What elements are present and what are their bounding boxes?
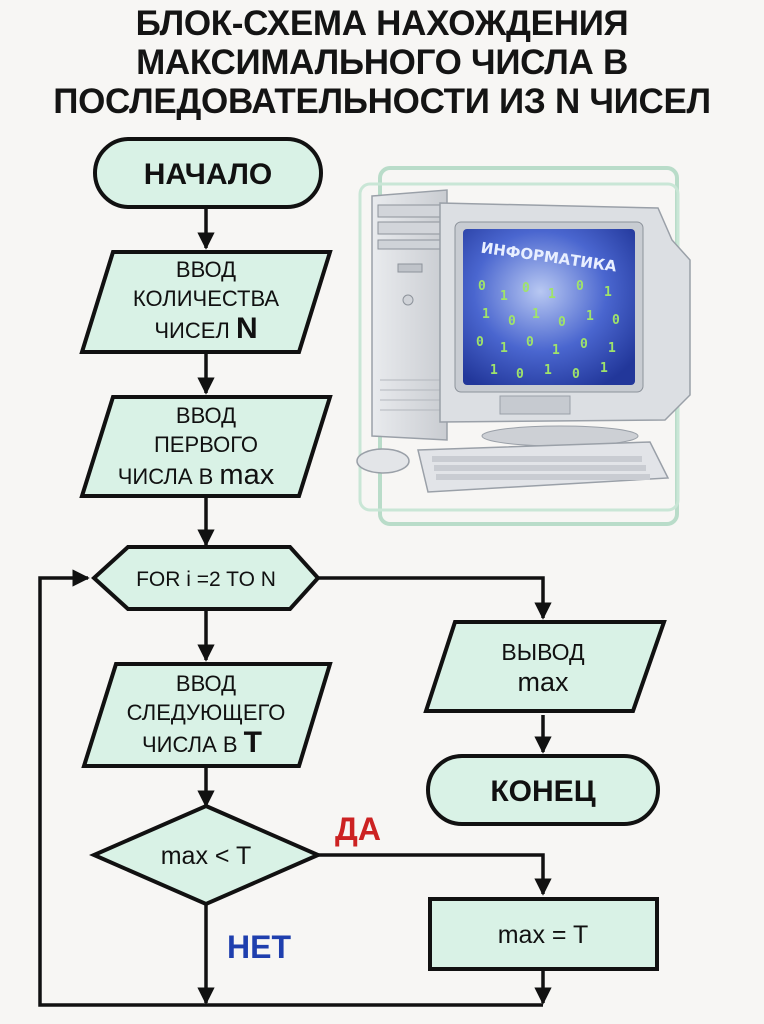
svg-text:0: 0 [516,367,524,382]
block-condition: max < T [89,803,323,907]
svg-text:1: 1 [500,289,508,304]
input-first-line-1: ВВОД [176,403,236,428]
input-next-line-2: СЛЕДУЮЩЕГО [127,700,286,725]
input-first-var: max [219,459,274,491]
arrow-loop-back [38,569,206,1007]
start-label: НАЧАЛО [144,158,273,191]
mouse-icon [356,448,410,474]
keyboard-icon [417,441,670,493]
svg-text:1: 1 [482,307,490,322]
title-line-1: БЛОК-СХЕМА НАХОЖДЕНИЯ [135,4,629,43]
input-next-line-3a: ЧИСЛА В [142,732,244,757]
assign-label: max = T [498,921,589,949]
system-unit-icon [371,189,448,441]
block-input-count: ВВОД КОЛИЧЕСТВА ЧИСЕЛ N [79,250,333,354]
svg-text:0: 0 [508,314,516,329]
svg-text:1: 1 [600,361,608,376]
loop-label: FOR i =2 TO N [136,568,276,591]
input-count-line-2: КОЛИЧЕСТВА [133,286,280,311]
svg-text:0: 0 [558,315,566,330]
connectors [38,205,552,1007]
svg-text:1: 1 [490,363,498,378]
svg-text:0: 0 [580,337,588,352]
block-input-next: ВВОД СЛЕДУЮЩЕГО ЧИСЛА В T [81,662,333,768]
input-next-line-1: ВВОД [176,671,236,696]
svg-text:1: 1 [548,287,556,302]
no-label: НЕТ [227,929,291,965]
title-line-3: ПОСЛЕДОВАТЕЛЬНОСТИ ИЗ N ЧИСЕЛ [53,82,711,121]
end-label: КОНЕЦ [490,775,595,808]
arrow-yes-branch [318,853,552,896]
condition-label: max < T [161,842,252,870]
svg-text:0: 0 [526,335,534,350]
yes-label: ДА [335,811,381,847]
output-line-2: max [517,667,569,697]
svg-text:0: 0 [612,313,620,328]
svg-text:0: 0 [476,335,484,350]
block-start: НАЧАЛО [93,137,323,209]
block-loop: FOR i =2 TO N [91,545,321,611]
svg-text:0: 0 [576,279,584,294]
svg-text:1: 1 [552,343,560,358]
svg-text:0: 0 [522,281,530,296]
svg-text:1: 1 [586,309,594,324]
input-first-line-3a: ЧИСЛА В [118,464,220,489]
svg-text:0: 0 [478,279,486,294]
svg-text:1: 1 [604,285,612,300]
input-first-line-2: ПЕРВОГО [154,432,258,457]
svg-text:1: 1 [608,341,616,356]
diagram-title: БЛОК-СХЕМА НАХОЖДЕНИЯ МАКСИМАЛЬНОГО ЧИСЛ… [0,4,764,121]
input-count-line-3: ЧИСЕЛ N [154,312,257,345]
arrow-loop-exit [318,576,552,620]
block-end: КОНЕЦ [426,754,660,826]
input-count-line-1: ВВОД [176,257,236,282]
input-next-var: T [244,726,262,759]
block-output: ВЫВОД max [423,620,667,713]
input-count-var: N [236,312,258,345]
block-input-first: ВВОД ПЕРВОГО ЧИСЛА В max [79,395,333,498]
block-assign: max = T [428,897,659,971]
input-count-line-3a: ЧИСЕЛ [154,318,236,343]
title-line-2: МАКСИМАЛЬНОГО ЧИСЛА В [136,43,628,82]
svg-text:0: 0 [572,367,580,382]
svg-text:1: 1 [532,307,540,322]
svg-text:1: 1 [500,341,508,356]
svg-text:1: 1 [544,363,552,378]
output-line-1: ВЫВОД [501,639,585,665]
input-first-line-3: ЧИСЛА В max [118,459,275,491]
input-next-line-3: ЧИСЛА В T [142,726,262,759]
